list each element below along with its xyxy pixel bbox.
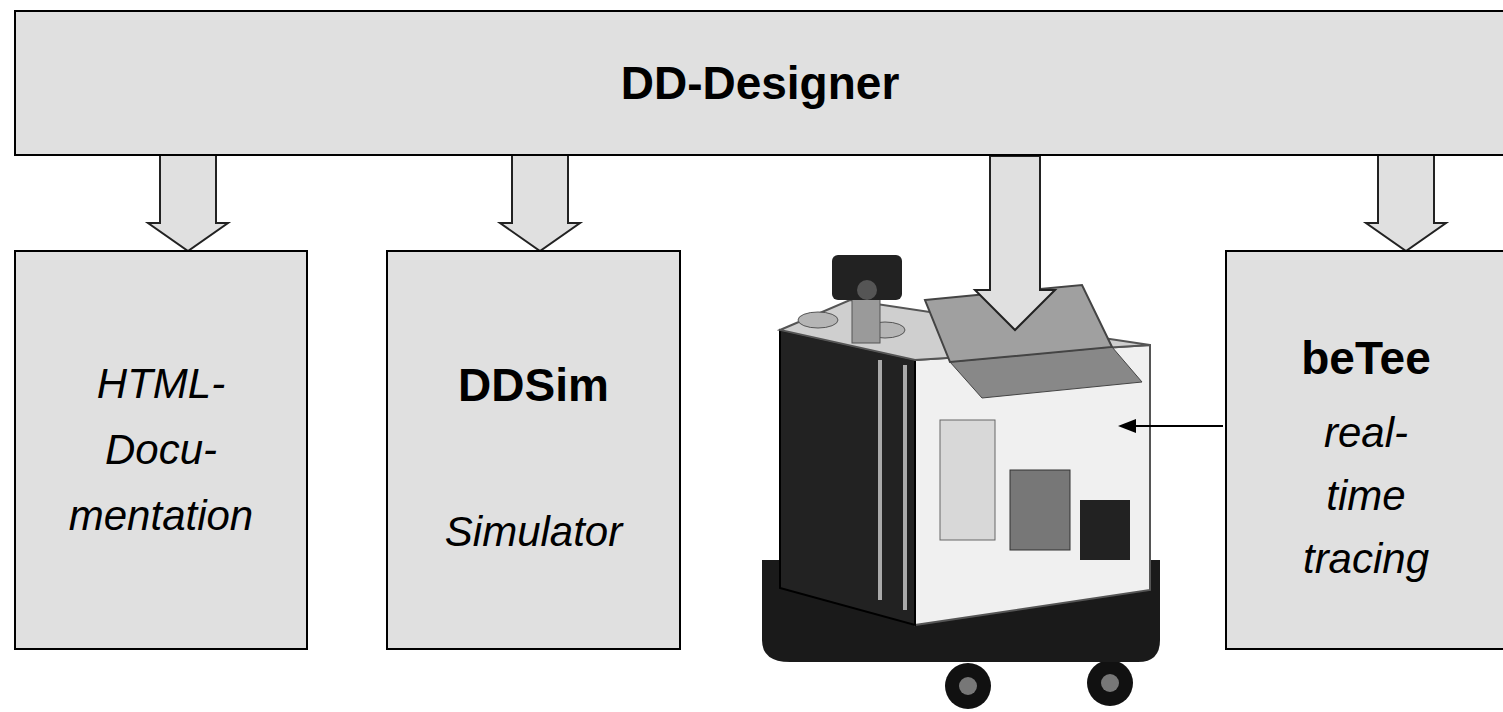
robot-body bbox=[915, 345, 1150, 625]
camera-head bbox=[832, 255, 902, 300]
box-subtitle: Simulator bbox=[445, 507, 622, 557]
box-title: DD-Designer bbox=[621, 55, 900, 111]
trace-arrow bbox=[1134, 425, 1223, 427]
block-arrow bbox=[500, 155, 580, 251]
tool-bar: DD-Designer bbox=[14, 10, 1503, 156]
wheel-hub bbox=[959, 677, 977, 695]
camera-lens bbox=[857, 280, 877, 300]
output-box: HTML- Docu- mentation bbox=[14, 250, 308, 650]
robot-strut bbox=[878, 360, 882, 600]
robot-strut bbox=[903, 365, 907, 610]
robot-component bbox=[940, 420, 995, 540]
trace-arrowhead bbox=[1118, 419, 1136, 433]
block-arrow bbox=[1366, 155, 1446, 251]
wheel-hub bbox=[1101, 674, 1119, 692]
output-box: beTee real- time tracing bbox=[1225, 250, 1503, 650]
box-subtitle: real- time tracing bbox=[1286, 401, 1446, 590]
robot-panel bbox=[780, 330, 915, 625]
robot-component bbox=[1010, 470, 1070, 550]
box-title: beTee bbox=[1301, 330, 1431, 386]
camera-post bbox=[852, 295, 880, 343]
robot-wheel bbox=[945, 663, 991, 709]
box-title: DDSim bbox=[458, 357, 609, 413]
robot-component bbox=[1080, 500, 1130, 560]
output-box: DDSimSimulator bbox=[386, 250, 681, 650]
block-arrow bbox=[148, 155, 228, 251]
robot-wheel bbox=[1087, 660, 1133, 706]
robot bbox=[762, 255, 1160, 709]
robot-cylinder bbox=[798, 312, 838, 328]
block-arrow bbox=[975, 156, 1055, 330]
box-title: HTML- Docu- mentation bbox=[61, 351, 261, 549]
